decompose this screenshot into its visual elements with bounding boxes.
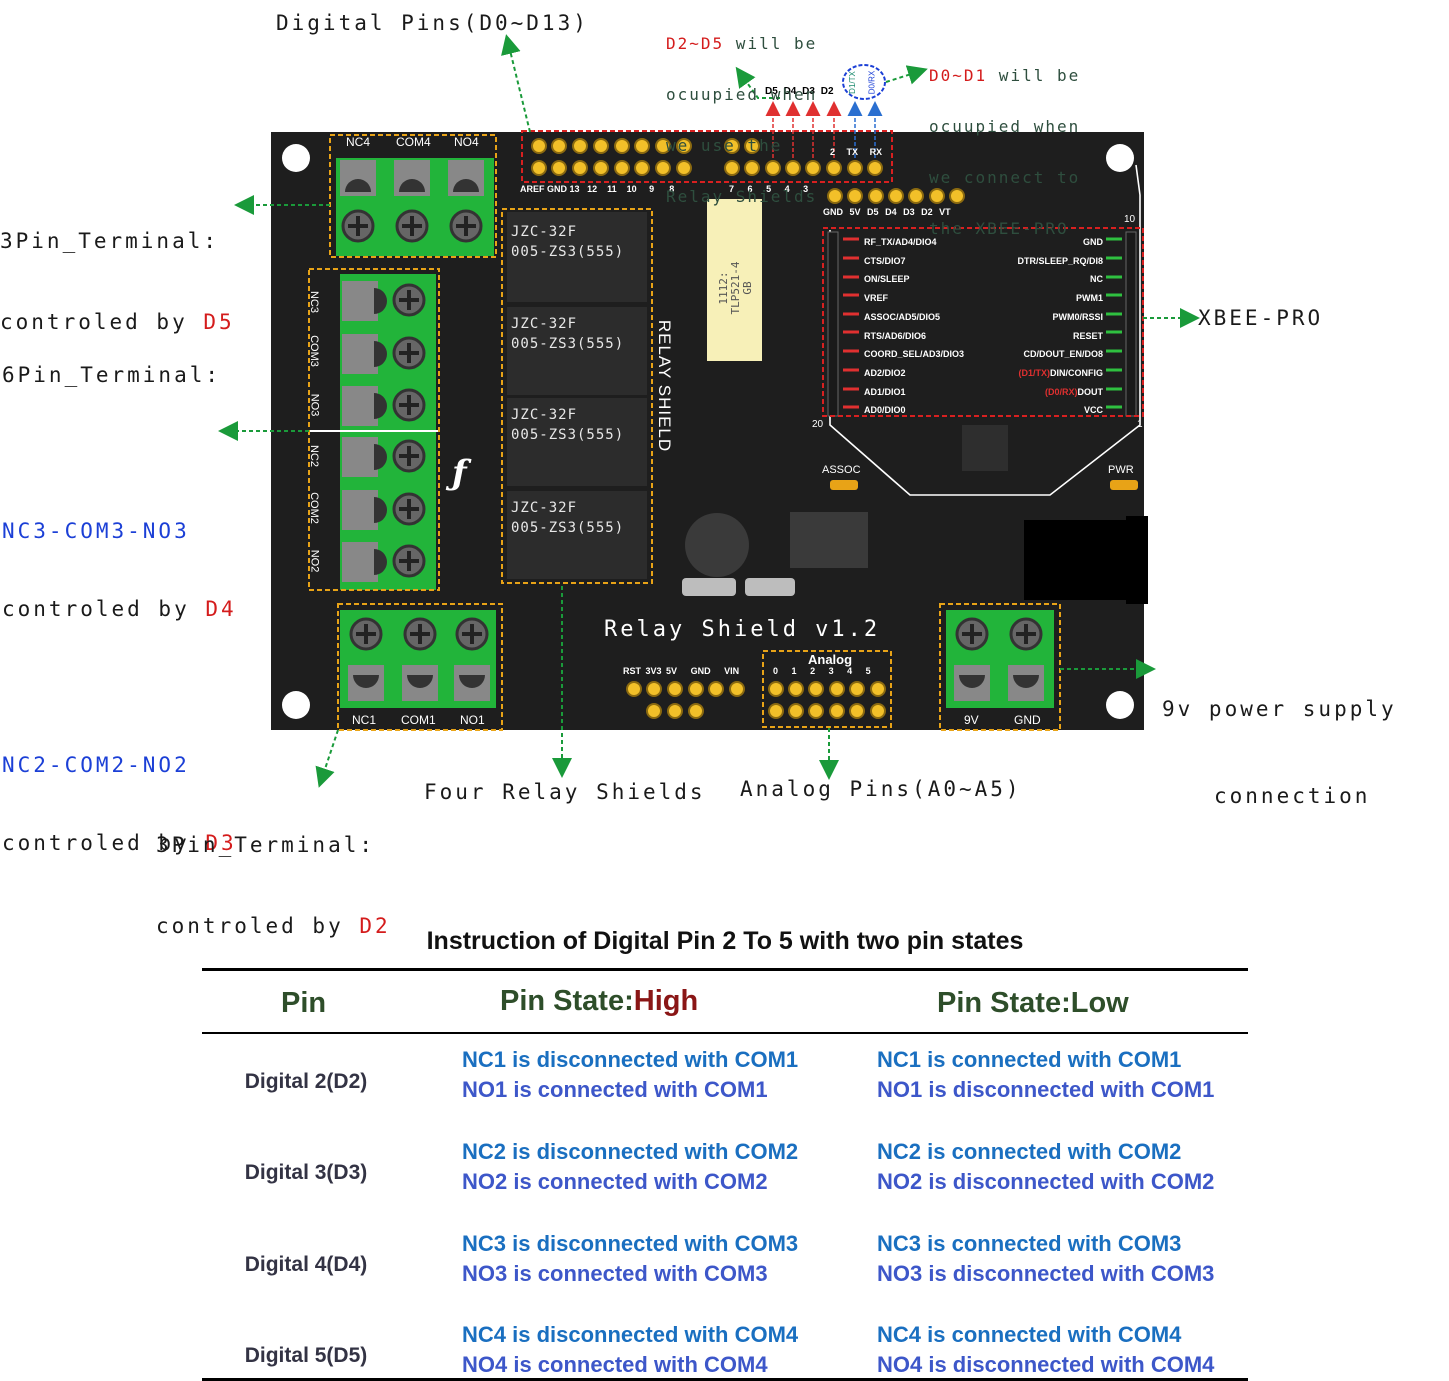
table-row-pin: Digital 2(D2) <box>244 1070 368 1093</box>
mount-hole <box>1106 691 1134 719</box>
terminal-label: NO4 <box>454 135 479 149</box>
table-row-pin: Digital 3(D3) <box>244 1161 368 1184</box>
callout-analog-pins: Analog Pins(A0~A5) <box>740 777 1022 801</box>
relay-box <box>501 208 653 584</box>
bottom-terminal <box>340 610 496 708</box>
relay-text: JZC-32F 005-ZS3(555) <box>511 500 625 536</box>
terminal-label: 9V <box>964 713 979 727</box>
xbee-header-labels: GND 5V D5 D4 D3 D2 VT <box>823 207 951 217</box>
table-row-low: NC3 is connected with COM3 NO3 is discon… <box>877 1231 1215 1286</box>
xbee-jumper-header <box>827 188 965 204</box>
digital-pins-box <box>521 130 893 183</box>
table-row-high: NC2 is disconnected with COM2 NO2 is con… <box>462 1139 799 1194</box>
power-header-labels: RST 3V3 5V GND VIN <box>623 666 740 676</box>
table-header-low: Pin State:Low <box>937 987 1129 1019</box>
terminal-label: COM2 <box>307 492 320 524</box>
pin-callout-labels: D5 D4 D3 D2 <box>765 86 834 97</box>
table-row-high: NC4 is disconnected with COM4 NO4 is con… <box>462 1322 799 1377</box>
terminal-label: NC3 <box>308 290 321 314</box>
digital-header-right <box>724 138 883 176</box>
relays <box>507 212 647 579</box>
relay-shield-vertical-label: RELAY SHIELD <box>655 319 674 453</box>
table-top-rule <box>202 968 1248 971</box>
terminal-label: NC1 <box>352 713 377 727</box>
table-header-high: Pin State:High <box>500 985 699 1017</box>
optocoupler-text: 1112: TLP521-4 GB <box>717 261 754 315</box>
xbee-pin-number: 20 <box>812 419 824 430</box>
xbee-right-pin-labels: GND DTR/SLEEP_RQ/DI8 NC PWM1 PWM0/RSSI R… <box>1017 237 1103 416</box>
table-title: Instruction of Digital Pin 2 To 5 with t… <box>426 927 1024 955</box>
board-labels: NC4 COM4 NO4 NC3 COM3 NO3 NC2 COM2 NO2 N… <box>307 70 1143 727</box>
terminal-label: GND <box>1014 713 1041 727</box>
xbee-box <box>822 227 1144 417</box>
table-row-low: NC4 is connected with COM4 NO4 is discon… <box>877 1322 1215 1377</box>
top-terminal <box>336 158 494 256</box>
mount-hole <box>1106 144 1134 172</box>
analog-labels: 0 1 2 3 4 5 <box>773 666 871 676</box>
xbee-outline <box>829 164 1141 496</box>
callout-d0-d1: D0~D1 will be ocuupied when we connect t… <box>929 66 1081 238</box>
callout-digital-pins: Digital Pins(D0~D13) <box>276 11 589 35</box>
terminal-label: COM1 <box>401 713 436 727</box>
header-labels-right-top: 2 TX RX <box>830 147 883 157</box>
terminal-label: NC4 <box>346 135 371 149</box>
digital-header-left <box>531 138 692 176</box>
dc-jack <box>1024 520 1146 600</box>
terminal-label: NC2 <box>308 444 321 468</box>
power-terminal-box <box>939 603 1061 731</box>
callout-6pin: 6Pin_Terminal: NC3-COM3-NO3 controled by… <box>2 363 237 855</box>
callout-power: 9v power supply connection <box>1162 697 1397 808</box>
analog-title: Analog <box>808 652 853 667</box>
terminal-label: NO1 <box>460 713 485 727</box>
table-row-high: NC1 is disconnected with COM1 NO1 is con… <box>462 1047 799 1102</box>
board-title: Relay Shield v1.2 <box>604 617 881 642</box>
power-terminal <box>946 610 1054 708</box>
relay-shield-diagram: ƒ <box>218 34 1200 788</box>
callout-3pin-bottom: 3Pin_Terminal: controled by D2 <box>156 833 391 938</box>
analog-box <box>762 650 892 728</box>
analog-header <box>768 681 886 719</box>
mount-hole <box>282 691 310 719</box>
table-bottom-rule <box>202 1378 1248 1381</box>
xbee-right-ticks <box>1106 237 1122 409</box>
optocoupler <box>707 199 762 361</box>
xbee-pin-number: 1 <box>1137 419 1143 430</box>
terminal-label: COM3 <box>307 335 320 367</box>
table-header-rule <box>202 1032 1248 1034</box>
xbee-pin-number: 10 <box>1124 214 1136 225</box>
terminal-label: NO3 <box>308 393 321 417</box>
terminal-label: COM4 <box>396 135 431 149</box>
transistor <box>685 513 749 577</box>
table-row-pin: Digital 5(D5) <box>244 1344 368 1367</box>
mount-hole <box>282 144 310 172</box>
callout-3pin-top: 3Pin_Terminal: controled by D5 <box>0 229 235 334</box>
table-row-pin: Digital 4(D4) <box>244 1253 368 1276</box>
table-row-high: NC3 is disconnected with COM3 NO3 is con… <box>462 1231 799 1286</box>
header-labels-right: 7 6 5 4 3 <box>729 184 809 194</box>
table-row-low: NC1 is connected with COM1 NO1 is discon… <box>877 1047 1215 1102</box>
xbee-left-pin-labels: RF_TX/AD4/DIO4 CTS/DIO7 ON/SLEEP VREF AS… <box>864 237 965 416</box>
terminal-label: NO2 <box>308 549 321 573</box>
relay-text: JZC-32F 005-ZS3(555) <box>511 224 625 260</box>
relay-text: JZC-32F 005-ZS3(555) <box>511 316 625 352</box>
bottom-terminal-box <box>337 603 503 731</box>
txrx-circle <box>842 64 886 100</box>
top-terminal-box <box>329 134 497 258</box>
left-terminal-box <box>308 268 440 591</box>
circle-label-tx: D1/TX <box>847 71 857 94</box>
power-header <box>626 681 745 719</box>
relay-text: JZC-32F 005-ZS3(555) <box>511 407 625 443</box>
table-row-low: NC2 is connected with COM2 NO2 is discon… <box>877 1139 1215 1194</box>
assoc-label: ASSOC <box>822 464 861 476</box>
circle-label-rx: D0/RX <box>867 70 877 95</box>
pwr-label: PWR <box>1108 464 1134 476</box>
callout-xbee: XBEE-PRO <box>1198 306 1324 330</box>
left-terminal <box>310 274 440 590</box>
callout-arrows <box>218 34 1200 788</box>
callout-four-relays: Four Relay Shields <box>424 780 706 804</box>
callout-d2-d5: D2~D5 will be ocuupied when we use the R… <box>666 34 818 206</box>
header-labels-left: AREF GND 13 12 11 10 9 8 <box>520 184 675 194</box>
xbee-left-ticks <box>843 237 859 409</box>
table-header-pin: Pin <box>281 987 327 1019</box>
